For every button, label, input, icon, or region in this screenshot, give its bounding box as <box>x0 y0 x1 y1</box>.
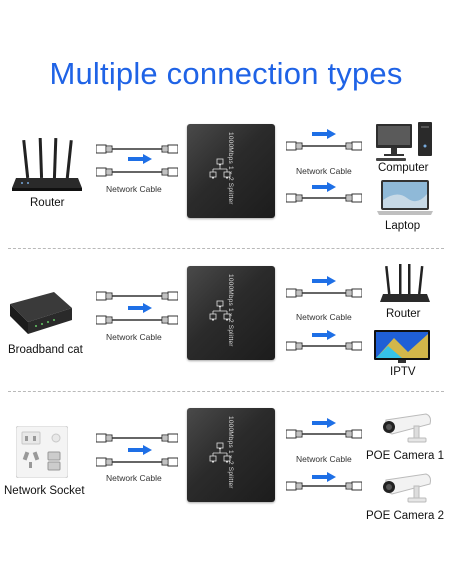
connection-row-3: Network Socket Network Cable 1000Mbps 1×… <box>0 400 452 540</box>
device-label: Computer <box>378 162 429 174</box>
computer-icon <box>376 122 432 161</box>
input-cable-label: Network Cable <box>106 473 162 483</box>
wall-socket-icon <box>16 426 68 478</box>
security-camera-icon <box>383 473 431 503</box>
ethernet-port-icon <box>209 300 231 321</box>
arrow-right-icon <box>312 182 336 192</box>
input-cable-1 <box>96 291 178 301</box>
device-label: POE Camera 2 <box>366 510 444 522</box>
output-cable-label: Network Cable <box>296 166 352 176</box>
source-label: Broadband cat <box>8 344 83 356</box>
arrow-right-icon <box>312 418 336 428</box>
arrow-right-icon <box>128 303 152 313</box>
row-divider <box>8 391 444 392</box>
splitter-box: 1000Mbps 1×2 Splitter <box>187 124 275 218</box>
ethernet-port-icon <box>209 158 231 179</box>
device-label: POE Camera 1 <box>366 450 444 462</box>
router-icon <box>12 137 82 191</box>
splitter-label: 1000Mbps 1×2 Splitter <box>227 416 234 489</box>
input-cable-1 <box>96 144 178 154</box>
output-cable-2 <box>286 341 362 351</box>
laptop-icon <box>377 180 433 215</box>
input-cable-1 <box>96 433 178 443</box>
tv-icon <box>374 330 430 363</box>
output-cable-label: Network Cable <box>296 454 352 464</box>
arrow-right-icon <box>312 276 336 286</box>
output-cable-1 <box>286 141 362 151</box>
page-title: Multiple connection types <box>49 56 403 91</box>
arrow-right-icon <box>128 445 152 455</box>
output-cable-2 <box>286 193 362 203</box>
source-label: Network Socket <box>4 485 85 497</box>
device-label: Router <box>386 308 421 320</box>
source-label: Router <box>30 197 65 209</box>
device-label: IPTV <box>390 366 416 378</box>
security-camera-icon <box>383 413 431 443</box>
arrow-right-icon <box>312 472 336 482</box>
splitter-box: 1000Mbps 1×2 Splitter <box>187 266 275 360</box>
modem-icon <box>10 292 72 334</box>
splitter-label: 1000Mbps 1×2 Splitter <box>227 274 234 347</box>
input-cable-2 <box>96 315 178 325</box>
router-icon <box>380 264 430 302</box>
splitter-box: 1000Mbps 1×2 Splitter <box>187 408 275 502</box>
arrow-right-icon <box>312 330 336 340</box>
row-divider <box>8 248 444 249</box>
device-label: Laptop <box>385 220 421 232</box>
output-cable-1 <box>286 429 362 439</box>
input-cable-2 <box>96 457 178 467</box>
ethernet-port-icon <box>209 442 231 463</box>
arrow-right-icon <box>128 154 152 164</box>
connection-row-1: Router Network Cable 1000Mbps 1×2 Splitt… <box>0 116 452 256</box>
input-cable-2 <box>96 167 178 177</box>
connection-row-2: Broadband cat Network Cable 1000Mbps 1×2… <box>0 258 452 398</box>
splitter-label: 1000Mbps 1×2 Splitter <box>227 132 234 205</box>
output-cable-label: Network Cable <box>296 312 352 322</box>
input-cable-label: Network Cable <box>106 184 162 194</box>
arrow-right-icon <box>312 129 336 139</box>
output-cable-1 <box>286 288 362 298</box>
input-cable-label: Network Cable <box>106 332 162 342</box>
output-cable-2 <box>286 481 362 491</box>
